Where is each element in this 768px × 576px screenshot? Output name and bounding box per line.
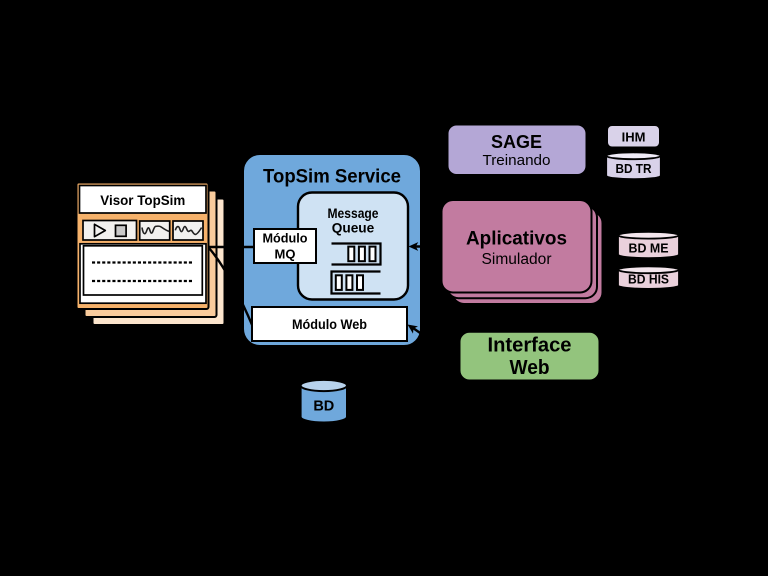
svg-text:SAGE: SAGE: [491, 132, 542, 152]
svg-text:TopSim Service: TopSim Service: [263, 166, 401, 188]
svg-text:Queue: Queue: [332, 221, 375, 236]
svg-text:Módulo Web: Módulo Web: [292, 317, 367, 332]
svg-text:Treinando: Treinando: [483, 152, 551, 169]
svg-text:BD ME: BD ME: [629, 242, 669, 256]
svg-text:Módulo: Módulo: [263, 231, 308, 246]
svg-text:Interface: Interface: [488, 335, 572, 357]
svg-text:Simulador: Simulador: [482, 251, 552, 268]
svg-text:Web: Web: [510, 357, 550, 379]
svg-text:Aplicativos: Aplicativos: [466, 229, 567, 250]
svg-text:Message: Message: [328, 206, 379, 221]
svg-text:IHM: IHM: [622, 130, 646, 145]
svg-text:MQ: MQ: [275, 247, 296, 262]
svg-text:BD TR: BD TR: [616, 162, 652, 176]
svg-text:BD: BD: [313, 399, 334, 415]
svg-text:Visor TopSim: Visor TopSim: [100, 192, 185, 208]
svg-text:BD HIS: BD HIS: [628, 273, 669, 287]
